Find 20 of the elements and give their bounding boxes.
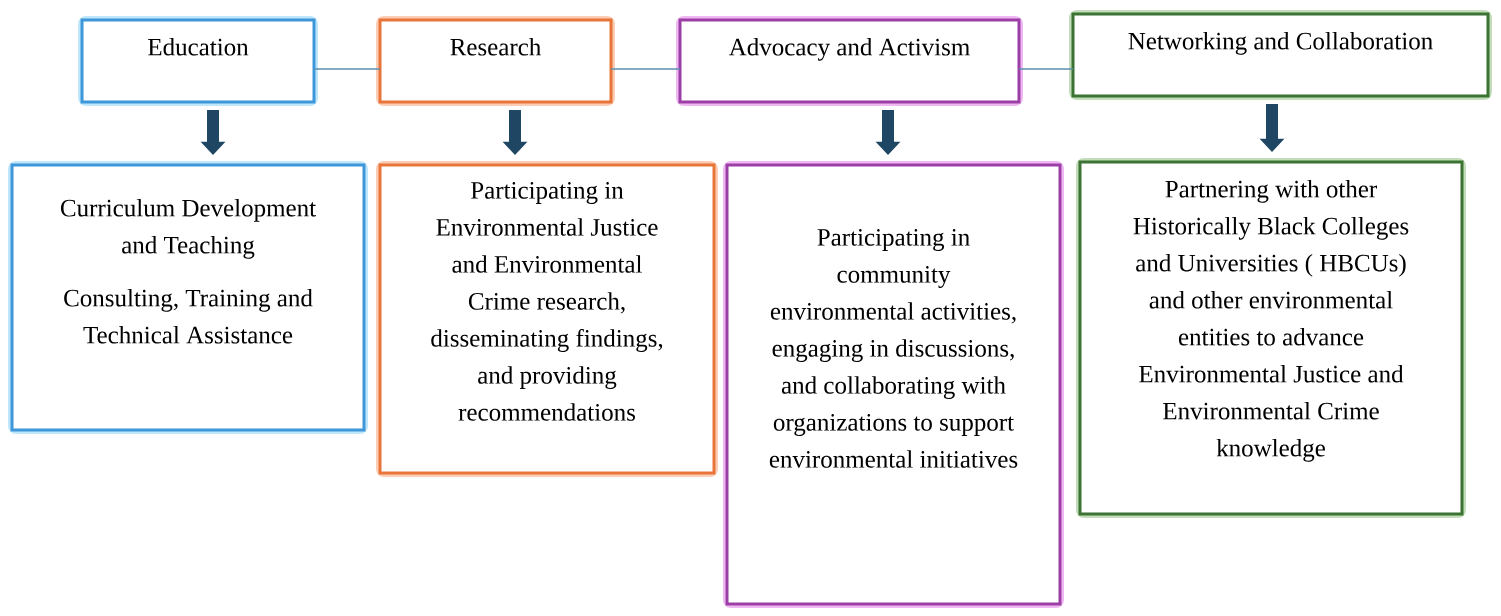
text-box xyxy=(723,161,1064,608)
text-box xyxy=(1069,10,1492,100)
box-text: Curriculum Development and Teaching xyxy=(60,199,316,259)
box-text: Advocacy and Activism xyxy=(728,38,970,61)
connector-line xyxy=(1018,68,1074,70)
text-box xyxy=(376,161,718,477)
text-box xyxy=(78,16,318,106)
connector-line xyxy=(313,68,381,70)
box-text: Education xyxy=(148,38,249,56)
box-text: Research xyxy=(450,38,541,56)
box-text: Consulting, Training and Technical Assistance xyxy=(64,289,313,344)
box-text: Participating in community environmental activities, engaging in discussions, and collaborating with organizations to support environmental initiatives xyxy=(769,229,1018,468)
text-box xyxy=(376,16,615,106)
box-text: Networking and Collaboration xyxy=(1128,32,1433,55)
text-box xyxy=(676,16,1023,106)
text-box xyxy=(1076,158,1466,518)
connector-line xyxy=(610,68,681,70)
box-text: Participating in Environmental Justice and Environmental Crime research, disseminating findings, and providing recommendations xyxy=(431,182,663,421)
text-box xyxy=(8,161,368,434)
box-text: Partnering with other Historically Black Colleges and Universities ( HBCUs) and other environmental entities to advance Environmental Justice and Environmental Crime knowledge xyxy=(1133,180,1409,462)
